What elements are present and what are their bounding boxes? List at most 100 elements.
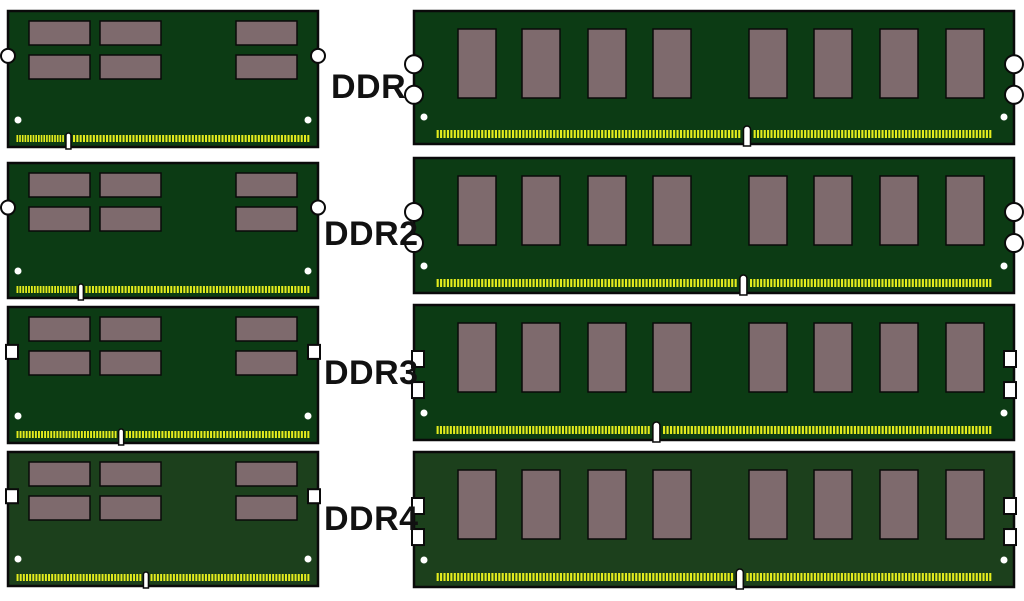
contact-pin bbox=[884, 573, 887, 581]
contact-pin bbox=[92, 135, 95, 142]
contact-pin bbox=[793, 573, 796, 581]
contact-pin bbox=[585, 426, 588, 434]
contact-pin bbox=[871, 573, 874, 581]
memory-chip bbox=[235, 54, 298, 80]
contact-pin bbox=[180, 431, 183, 438]
contact-pin bbox=[687, 426, 690, 434]
contact-pin bbox=[777, 426, 780, 434]
contact-pin bbox=[621, 279, 624, 287]
contact-pin bbox=[839, 426, 843, 434]
contact-pin bbox=[600, 573, 604, 581]
contact-pin bbox=[284, 431, 287, 438]
contact-pin bbox=[989, 130, 992, 138]
contact-pin bbox=[972, 573, 975, 581]
contact-pin bbox=[911, 573, 914, 581]
contact-pin bbox=[245, 286, 248, 293]
contact-pin bbox=[638, 279, 641, 287]
contact-pin bbox=[577, 130, 580, 138]
memory-chip bbox=[99, 495, 162, 521]
memory-chip bbox=[28, 20, 91, 46]
contact-pin bbox=[248, 431, 251, 438]
contact-pin bbox=[878, 279, 881, 287]
contact-pin bbox=[877, 573, 881, 581]
contact-pin bbox=[774, 426, 777, 434]
contact-pin bbox=[711, 426, 714, 434]
contact-pin bbox=[29, 574, 32, 581]
contact-pin bbox=[753, 279, 756, 287]
memory-chip bbox=[945, 28, 985, 99]
contact-pin bbox=[830, 279, 833, 287]
contact-pin bbox=[911, 279, 914, 287]
contact-pin bbox=[219, 286, 222, 293]
contact-pin bbox=[154, 431, 157, 438]
contact-pin bbox=[766, 279, 769, 287]
contact-pin bbox=[686, 130, 689, 138]
contact-pin bbox=[62, 431, 65, 438]
memory-chip bbox=[28, 495, 91, 521]
contact-pin bbox=[262, 574, 265, 581]
contact-pin bbox=[756, 573, 759, 581]
contact-pin bbox=[807, 130, 810, 138]
contact-pin bbox=[99, 135, 102, 142]
contact-pin bbox=[539, 573, 542, 581]
contact-pin bbox=[867, 573, 870, 581]
contact-pin bbox=[776, 279, 780, 287]
contact-pin bbox=[450, 130, 453, 138]
contact-pin bbox=[169, 574, 172, 581]
contact-pin bbox=[239, 431, 242, 438]
contact-pin bbox=[857, 279, 860, 287]
contact-pin bbox=[16, 135, 19, 142]
contact-pin bbox=[895, 426, 898, 434]
memory-chip bbox=[879, 322, 919, 393]
contact-pin bbox=[942, 573, 945, 581]
contact-pin bbox=[645, 130, 648, 138]
contact-pin bbox=[642, 279, 645, 287]
contact-pin bbox=[717, 279, 720, 287]
contact-pin bbox=[235, 286, 238, 293]
contact-pin bbox=[265, 431, 268, 438]
side-notch bbox=[1004, 54, 1024, 75]
contact-pin bbox=[921, 573, 924, 581]
contact-pin bbox=[549, 573, 552, 581]
contact-pin bbox=[571, 426, 574, 434]
contact-pin bbox=[938, 279, 941, 287]
key-notch bbox=[117, 428, 125, 446]
contact-pin bbox=[120, 574, 123, 581]
contact-pin bbox=[957, 426, 961, 434]
contact-pin bbox=[291, 431, 294, 438]
contact-pin bbox=[659, 279, 662, 287]
mount-hole bbox=[304, 555, 312, 563]
memory-chip bbox=[945, 322, 985, 393]
contact-pin bbox=[989, 426, 992, 434]
mount-hole bbox=[1000, 262, 1008, 270]
contact-pin bbox=[652, 573, 655, 581]
contact-pin bbox=[583, 279, 587, 287]
contact-pin bbox=[797, 573, 800, 581]
contact-pin bbox=[614, 130, 617, 138]
contact-pin bbox=[618, 573, 621, 581]
contact-pin bbox=[552, 426, 555, 434]
contact-pin bbox=[948, 279, 951, 287]
dimm-module-4 bbox=[411, 450, 1017, 590]
contact-pin bbox=[864, 130, 867, 138]
contact-pin bbox=[31, 431, 34, 438]
contact-pin bbox=[27, 135, 29, 142]
contact-pin bbox=[86, 135, 89, 142]
contact-pin bbox=[216, 431, 219, 438]
contact-pin bbox=[826, 426, 829, 434]
contact-pin bbox=[498, 130, 501, 138]
contact-pin bbox=[948, 573, 951, 581]
contact-pin bbox=[703, 573, 706, 581]
contact-pin bbox=[268, 286, 271, 293]
memory-chip bbox=[457, 469, 497, 540]
contact-pin bbox=[568, 426, 571, 434]
contact-pin bbox=[246, 574, 249, 581]
contact-pin bbox=[834, 279, 837, 287]
contact-pin bbox=[487, 573, 491, 581]
contact-pin bbox=[477, 130, 480, 138]
contact-pin bbox=[105, 431, 108, 438]
contact-pin bbox=[935, 279, 938, 287]
contact-pin bbox=[937, 426, 940, 434]
contact-pin bbox=[857, 130, 861, 138]
memory-chip bbox=[587, 469, 627, 540]
